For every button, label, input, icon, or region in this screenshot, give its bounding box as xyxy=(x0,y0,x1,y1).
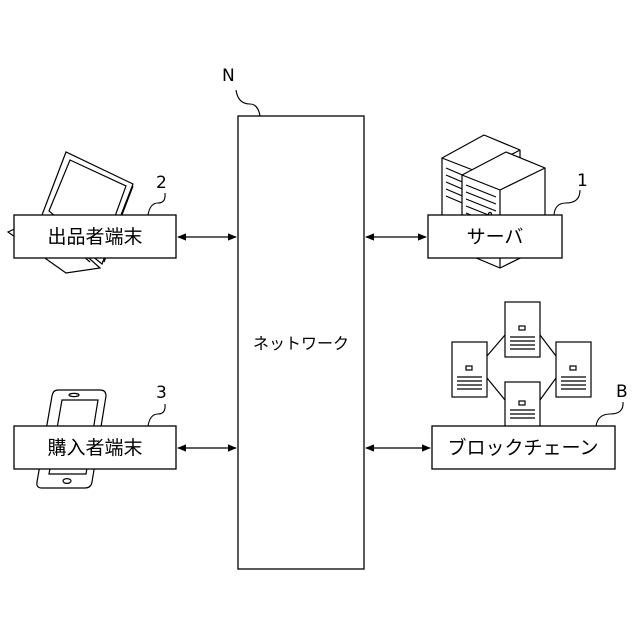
blockchain-ref: B xyxy=(616,382,628,402)
buyer-terminal-label: 購入者端末 xyxy=(47,437,142,459)
blockchain-label: ブロックチェーン xyxy=(447,436,598,459)
leader-server xyxy=(554,190,580,215)
server-box: サーバ xyxy=(428,215,562,258)
leader-blockchain xyxy=(596,402,623,426)
blockchain-box: ブロックチェーン xyxy=(432,426,615,469)
leader-buyer xyxy=(148,404,165,426)
leader-network xyxy=(236,90,260,116)
network-box: ネットワーク xyxy=(238,116,364,569)
network-ref: N xyxy=(222,66,235,86)
server-ref: 1 xyxy=(577,171,588,191)
seller-terminal-label: 出品者端末 xyxy=(47,226,142,248)
blockchain-cluster-icon xyxy=(452,302,591,430)
leader-seller xyxy=(148,193,165,215)
server-label: サーバ xyxy=(467,226,524,248)
buyer-ref: 3 xyxy=(156,383,167,403)
buyer-terminal-box: 購入者端末 xyxy=(14,426,176,469)
seller-terminal-box: 出品者端末 xyxy=(14,215,176,258)
network-label: ネットワーク xyxy=(253,334,349,353)
seller-ref: 2 xyxy=(156,173,167,193)
